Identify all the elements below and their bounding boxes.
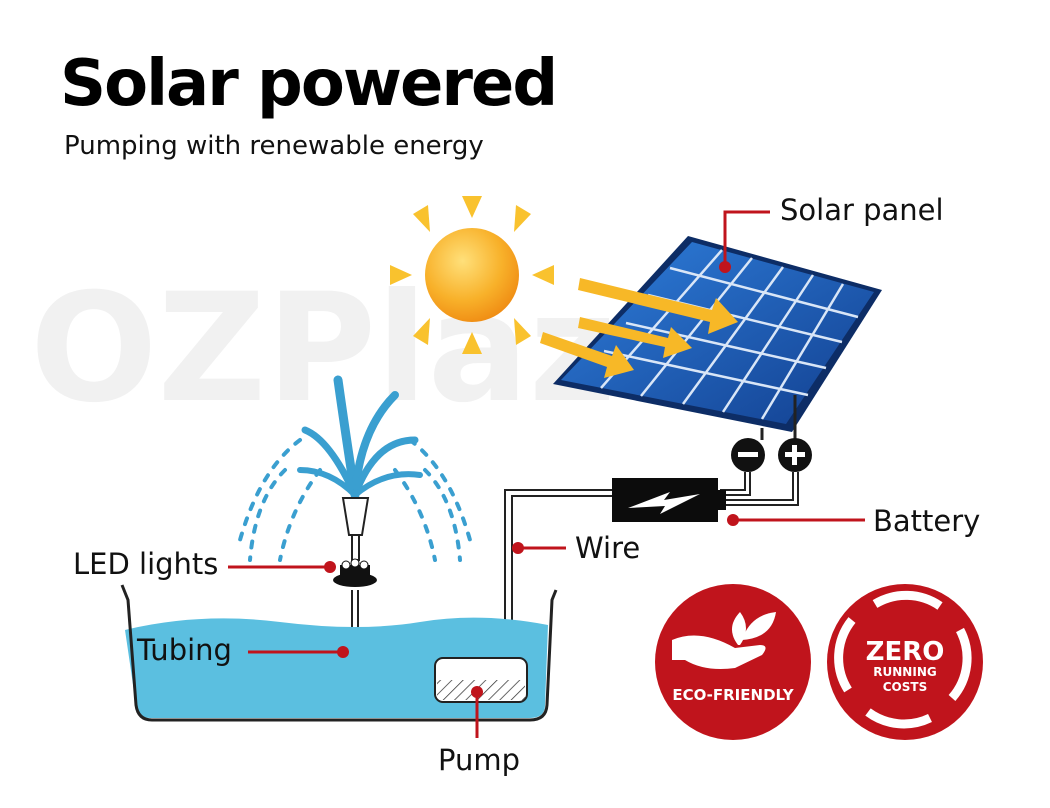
label-wire: Wire: [575, 531, 640, 565]
hand-plant-icon: [672, 612, 776, 669]
label-pump: Pump: [438, 743, 520, 777]
zero-text: ZERO: [866, 637, 945, 667]
sunlight-arrows: [540, 278, 738, 378]
led-lights-icon: [333, 558, 377, 587]
eco-friendly-badge: ECO-FRIENDLY: [655, 584, 811, 740]
label-solar-panel: Solar panel: [780, 193, 944, 227]
positive-terminal-icon: [778, 438, 812, 472]
nozzle-icon: [341, 497, 370, 561]
eco-friendly-text: ECO-FRIENDLY: [672, 686, 794, 704]
negative-terminal-icon: [731, 438, 765, 472]
cycle-arrows-icon: [834, 590, 972, 729]
callout-lines: [228, 210, 865, 738]
fountain-spray: [238, 375, 472, 562]
label-led-lights: LED lights: [73, 547, 218, 581]
running-text: RUNNING: [873, 665, 936, 679]
sun-icon: [390, 196, 554, 354]
label-battery: Battery: [873, 504, 980, 538]
page-title: Solar powered: [60, 47, 556, 121]
battery-icon: [612, 478, 726, 522]
page-subtitle: Pumping with renewable energy: [64, 131, 484, 161]
costs-text: COSTS: [883, 680, 927, 694]
callout-dots: [324, 261, 739, 698]
zero-running-costs-badge: ZERO RUNNING COSTS: [827, 584, 983, 740]
label-tubing: Tubing: [136, 633, 232, 667]
